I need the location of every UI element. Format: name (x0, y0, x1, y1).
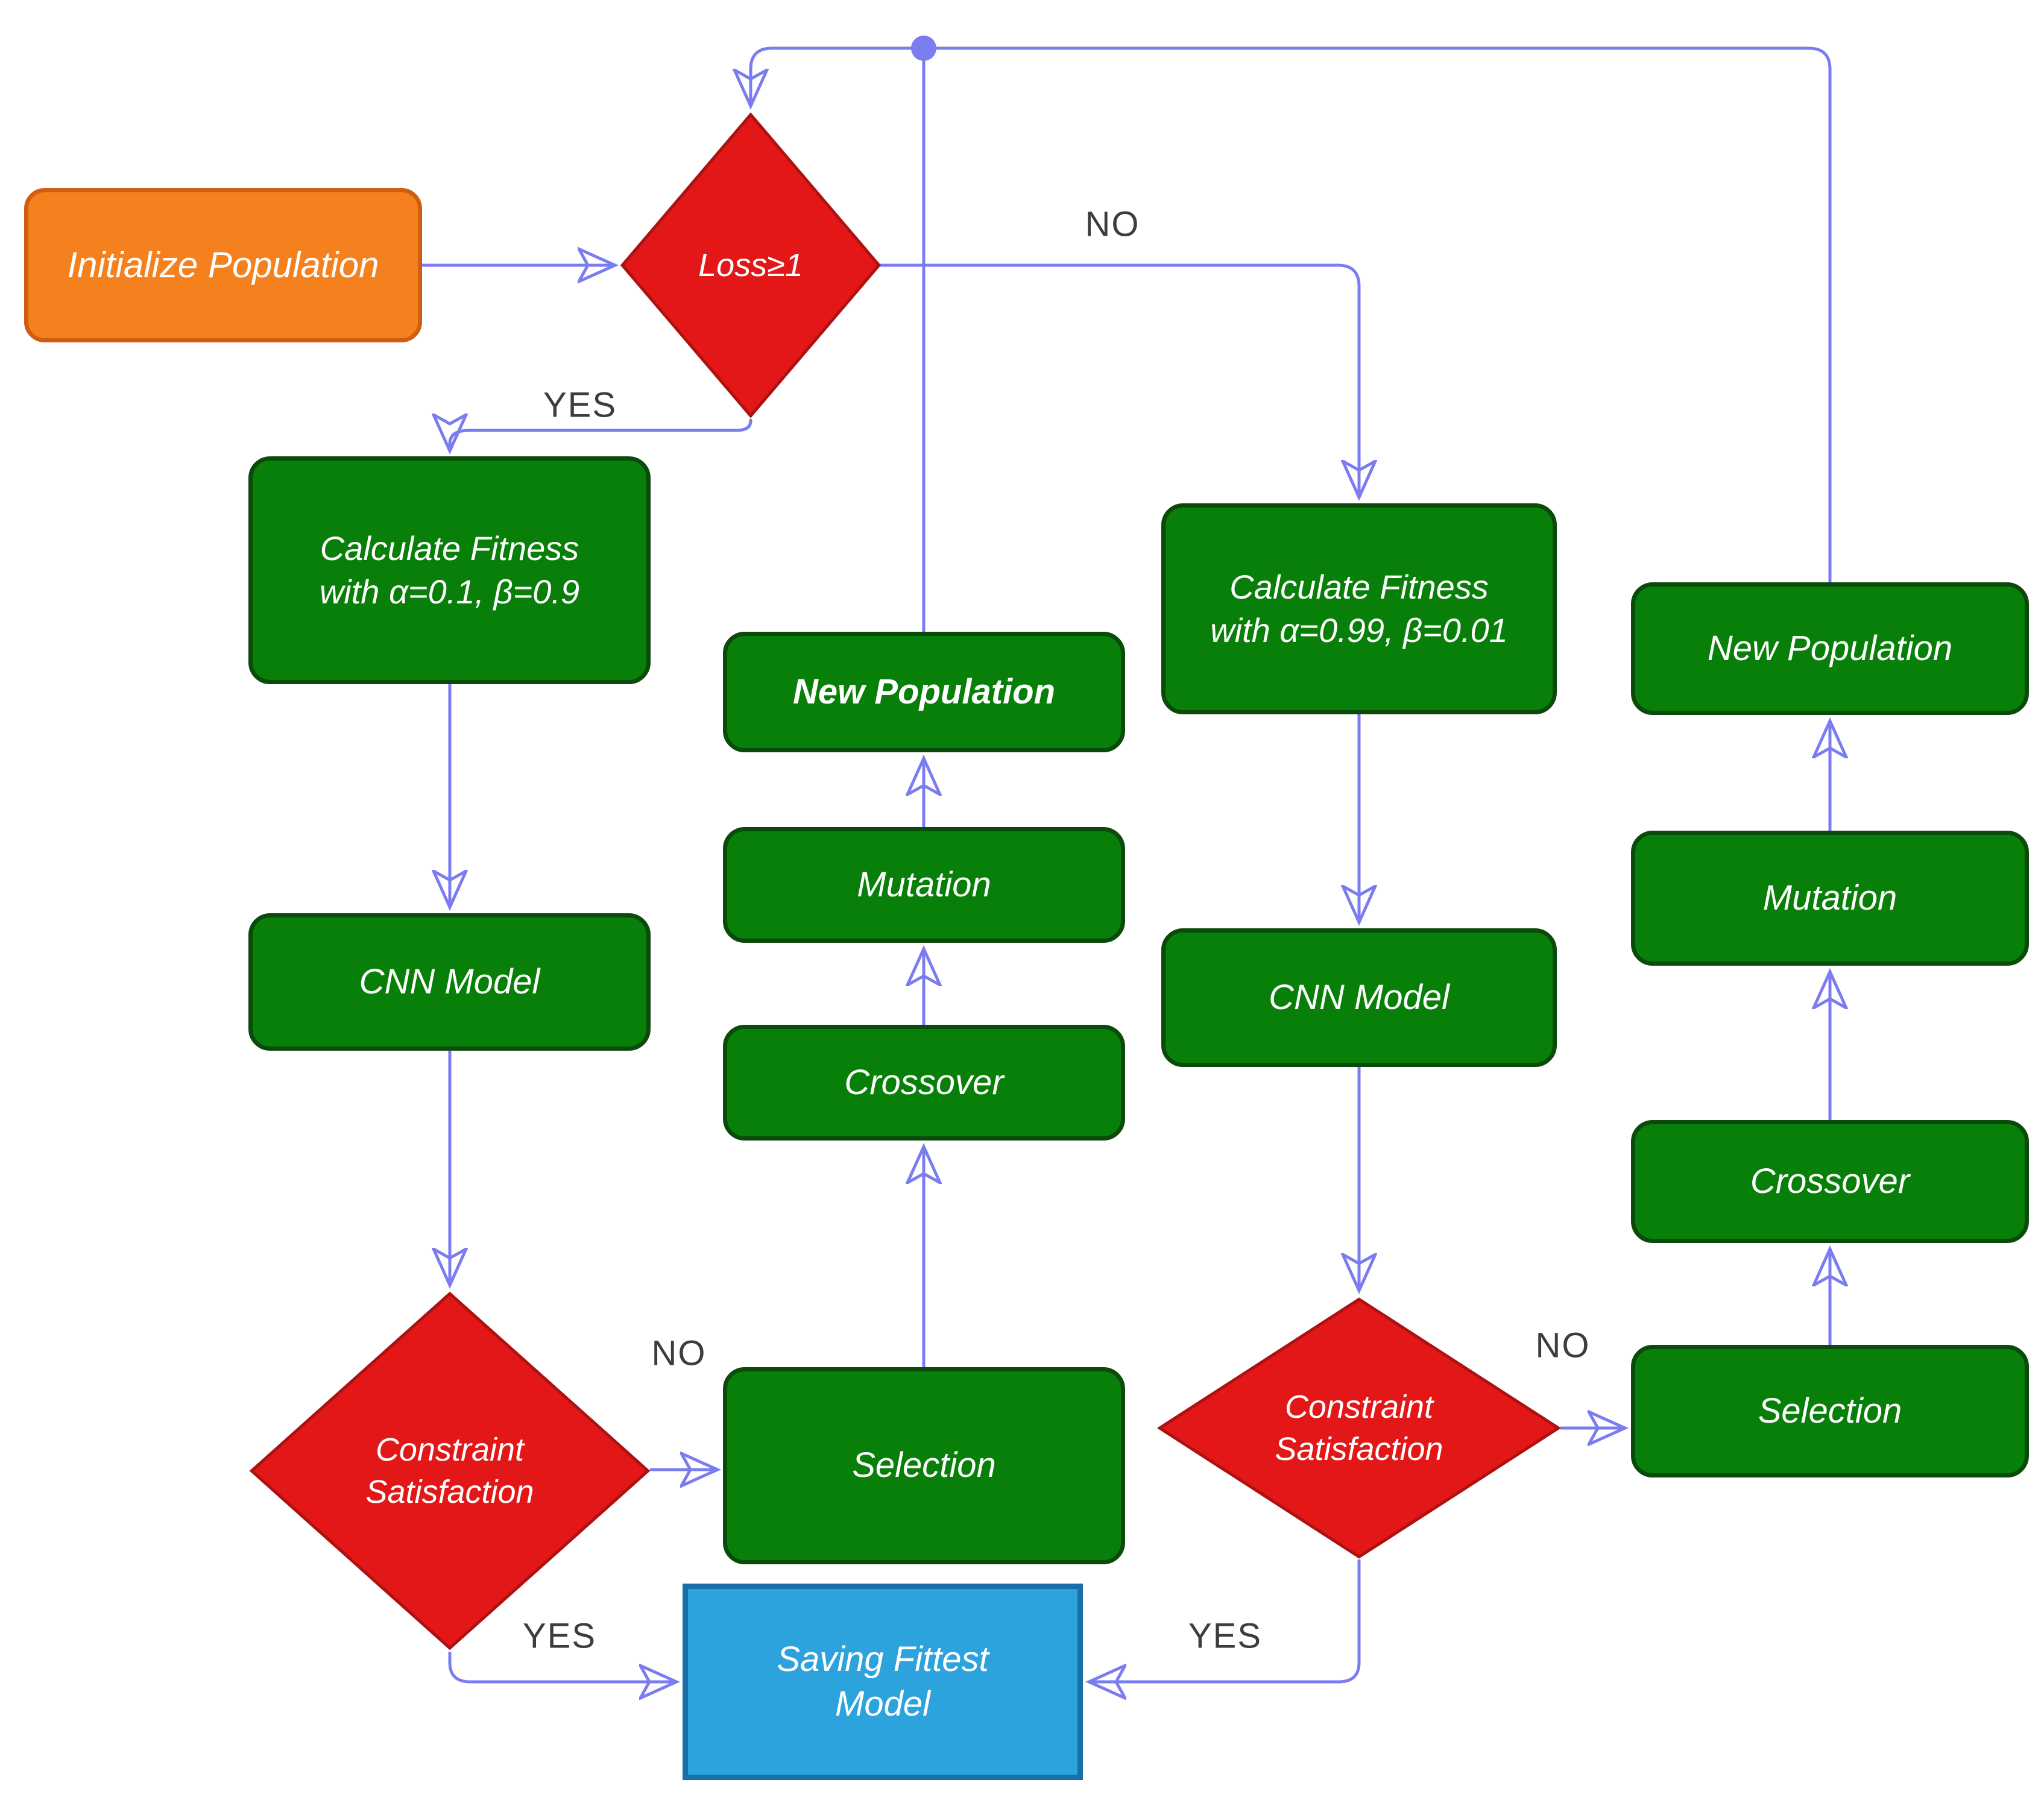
diamond-shape-icon (1158, 1297, 1560, 1559)
edge-loss-yes-to-fitness1 (450, 419, 752, 448)
node-label-line1: Saving Fittest (777, 1639, 989, 1679)
edge-label-no-constraint-left: NO (651, 1333, 707, 1373)
decision-label-line1: Constraint (1284, 1388, 1434, 1425)
edge-constraint1-yes-to-save (448, 1652, 674, 1682)
diamond-shape-icon (621, 112, 880, 419)
decision-constraint-satisfaction-right: Constraint Satisfaction (1158, 1297, 1560, 1559)
decision-constraint-satisfaction-left: Constraint Satisfaction (250, 1290, 650, 1652)
node-label: Crossover (844, 1062, 1004, 1102)
node-label-line1: Calculate Fitness (1229, 568, 1489, 606)
decision-label-line1: Constraint (375, 1431, 525, 1468)
decision-label: Constraint Satisfaction (250, 1290, 650, 1652)
node-new-population-right: New Population (1631, 582, 2029, 715)
node-initialize-population: Initialize Population (24, 188, 422, 342)
decision-loss: Loss≥1 (621, 112, 880, 419)
node-cnn-model-left: CNN Model (248, 913, 651, 1051)
node-label: Selection (1758, 1391, 1902, 1430)
node-label: Crossover (1750, 1161, 1910, 1201)
decision-label-line2: Satisfaction (365, 1474, 534, 1510)
node-mutation-left: Mutation (723, 827, 1125, 943)
node-label: New Population (793, 672, 1055, 711)
edge-loss-no-to-fitness2 (880, 263, 1359, 495)
decision-label: Constraint Satisfaction (1158, 1297, 1560, 1559)
edge-label-yes-save-right: YES (1188, 1616, 1263, 1656)
node-label-line2: Model (835, 1684, 930, 1723)
node-label: CNN Model (359, 961, 540, 1001)
edge-label-no-constraint-right: NO (1535, 1326, 1591, 1365)
node-saving-fittest-model: Saving Fittest Model (683, 1584, 1083, 1780)
node-label-line2: with α=0.99, β=0.01 (1210, 611, 1508, 649)
node-new-population-left: New Population (723, 632, 1125, 752)
edge-label-no-top: NO (1085, 204, 1140, 244)
node-label: Mutation (857, 864, 991, 904)
edge-label-yes-save-left: YES (522, 1616, 597, 1656)
decision-label-line2: Satisfaction (1275, 1431, 1443, 1467)
node-cnn-model-right: CNN Model (1161, 928, 1557, 1067)
node-label-line2: with α=0.1, β=0.9 (319, 573, 580, 611)
junction-dot (911, 36, 936, 61)
node-label: Selection (852, 1446, 996, 1485)
node-crossover-right: Crossover (1631, 1120, 2029, 1243)
node-label: Initialize Population (67, 244, 379, 285)
node-crossover-left: Crossover (723, 1025, 1125, 1141)
node-selection-right: Selection (1631, 1345, 2029, 1477)
edge-label-yes-top: YES (543, 385, 617, 425)
node-selection-left: Selection (723, 1367, 1125, 1564)
node-calculate-fitness-right: Calculate Fitness with α=0.99, β=0.01 (1161, 503, 1557, 714)
edge-loop-top-to-loss (751, 46, 1832, 582)
decision-label: Loss≥1 (621, 112, 880, 419)
node-label: Mutation (1762, 878, 1897, 917)
diamond-shape-icon (250, 1290, 650, 1652)
node-calculate-fitness-left: Calculate Fitness with α=0.1, β=0.9 (248, 456, 651, 684)
node-mutation-right: Mutation (1631, 831, 2029, 966)
node-label-line1: Calculate Fitness (320, 529, 579, 568)
edge-constraint3-yes-to-save (1091, 1559, 1361, 1682)
decision-label-line: Loss≥1 (698, 247, 803, 283)
node-label: CNN Model (1269, 977, 1449, 1017)
node-label: New Population (1707, 628, 1953, 668)
